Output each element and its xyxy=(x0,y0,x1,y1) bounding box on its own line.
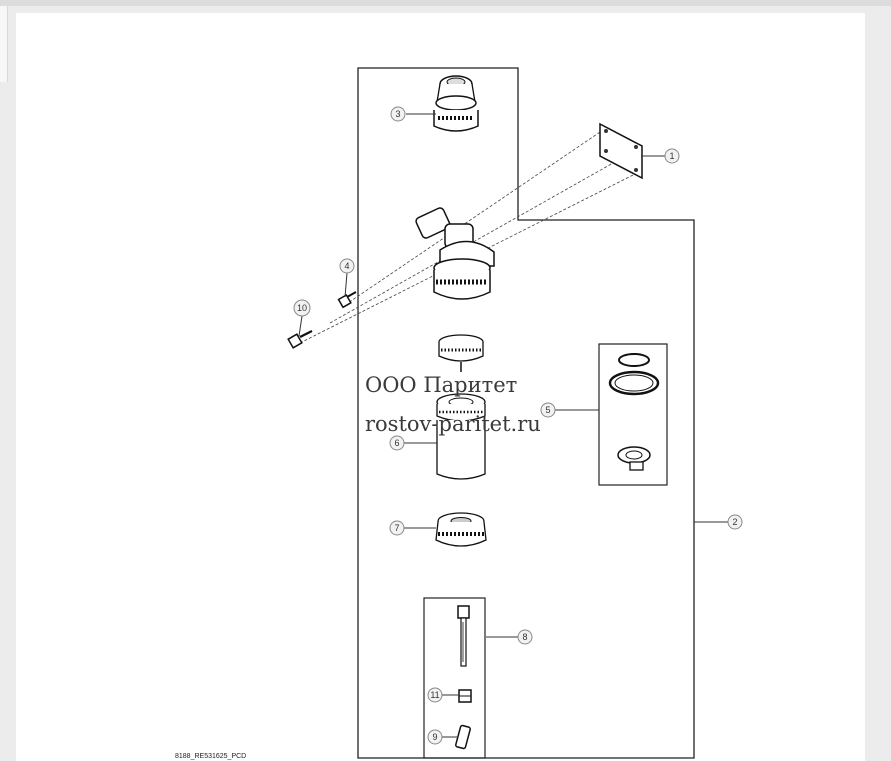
svg-text:1: 1 xyxy=(669,151,674,161)
svg-text:4: 4 xyxy=(344,261,349,271)
filter-element-part xyxy=(436,393,486,480)
callout-10[interactable]: 10 xyxy=(293,299,311,317)
svg-text:8: 8 xyxy=(522,632,527,642)
callout-9[interactable]: 9 xyxy=(427,729,443,745)
diagram-sheet: 3 1 4 10 5 6 2 7 8 11 9 ООО Паритет ros xyxy=(16,13,865,761)
connector-part xyxy=(455,724,471,750)
svg-text:11: 11 xyxy=(430,690,439,700)
parts-diagram: 3 1 4 10 5 6 2 7 8 11 9 ООО Паритет ros xyxy=(175,67,743,760)
callout-1[interactable]: 1 xyxy=(664,148,680,164)
svg-text:9: 9 xyxy=(432,732,437,742)
assembly-line-mid xyxy=(329,149,637,324)
gasket-plate xyxy=(599,122,643,180)
leader-4 xyxy=(344,272,348,298)
callout-7[interactable]: 7 xyxy=(389,520,405,536)
svg-text:10: 10 xyxy=(297,303,307,313)
drain-kit-box xyxy=(423,597,486,759)
svg-text:6: 6 xyxy=(394,438,399,448)
element-top-part xyxy=(438,334,484,372)
assembly-line-lower xyxy=(299,172,638,344)
drain-valve-part xyxy=(457,605,470,667)
callout-5[interactable]: 5 xyxy=(540,402,556,418)
long-cap-screw-part xyxy=(287,330,313,349)
watermark-line-1: ООО Паритет xyxy=(365,373,517,397)
retaining-ring-part xyxy=(433,75,479,132)
bowl-ring-part xyxy=(435,512,487,547)
seal-kit-box xyxy=(598,343,668,486)
cap-screw-part xyxy=(337,291,357,309)
svg-text:2: 2 xyxy=(732,517,737,527)
o-ring-seals-part xyxy=(608,353,660,471)
clip-part xyxy=(458,689,472,703)
callout-6[interactable]: 6 xyxy=(389,435,405,451)
svg-text:5: 5 xyxy=(545,405,550,415)
svg-text:3: 3 xyxy=(395,109,400,119)
callout-4[interactable]: 4 xyxy=(339,258,355,274)
watermark-line-2: rostov-paritet.ru xyxy=(365,412,541,436)
left-panel-edge xyxy=(0,6,8,82)
top-bar xyxy=(0,0,891,6)
callout-2[interactable]: 2 xyxy=(727,514,743,530)
figure-code: 8188_RE531625_PCD xyxy=(175,753,246,760)
callout-11[interactable]: 11 xyxy=(427,687,443,703)
filter-head-part xyxy=(415,207,495,300)
callout-8[interactable]: 8 xyxy=(517,629,533,645)
assembly-outline xyxy=(357,67,695,759)
svg-text:7: 7 xyxy=(394,523,399,533)
assembly-line-upper xyxy=(344,127,607,306)
leader-10 xyxy=(298,315,303,337)
callout-3[interactable]: 3 xyxy=(390,106,406,122)
